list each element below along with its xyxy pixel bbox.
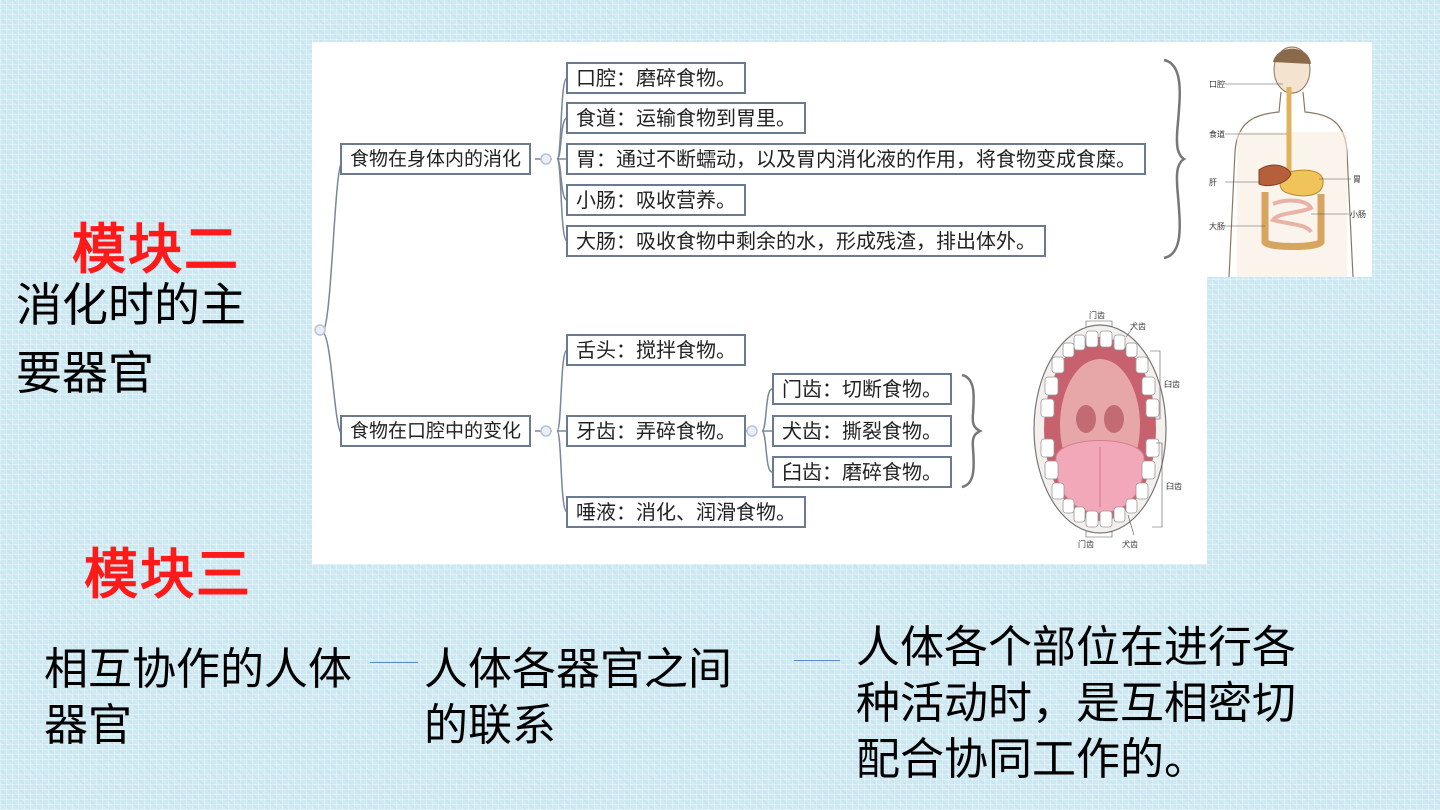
node-esophagus: 食道：运输食物到胃里。 [566, 102, 806, 134]
mouth-teeth-illustration: 门齿 犬齿 臼齿 臼齿 门齿 犬齿 [1028, 307, 1196, 557]
concept1-line2: 器官 [44, 700, 132, 751]
branch-digestion-in-body: 食物在身体内的消化 [340, 143, 532, 175]
concept-organs-cooperate: 相互协作的人体 器官 [44, 642, 352, 754]
label-liver: 肝 [1209, 178, 1217, 187]
concept3-line3: 配合协同工作的。 [856, 734, 1208, 785]
label-upper-molar: 臼齿 [1164, 379, 1180, 389]
concept2-line2: 的联系 [424, 700, 556, 751]
module2-title: 模块二 [72, 218, 240, 281]
module3-title: 模块三 [84, 543, 252, 606]
label-lower-canine: 犬齿 [1122, 539, 1138, 549]
module2-line2: 要器官 [16, 346, 154, 400]
label-stomach: 胃 [1353, 175, 1361, 184]
connector-line-1 [370, 662, 418, 663]
connector-line-2 [794, 660, 840, 661]
branch-changes-in-mouth: 食物在口腔中的变化 [340, 415, 532, 447]
concept2-line1: 人体各器官之间 [424, 644, 732, 695]
label-upper-canine: 犬齿 [1130, 321, 1146, 331]
node-tongue: 舌头：搅拌食物。 [566, 334, 746, 366]
digestive-system-illustration: 口腔 食道 胃 肝 小肠 大肠 [1207, 42, 1372, 278]
node-canine: 犬齿：撕裂食物。 [772, 415, 952, 447]
node-small-intestine: 小肠：吸收营养。 [566, 184, 746, 216]
digestion-mindmap: 食物在身体内的消化 食物在口腔中的变化 口腔：磨碎食物。 食道：运输食物到胃里。… [312, 42, 1207, 564]
concept1-line1: 相互协作的人体 [44, 644, 352, 695]
mindmap-connectors [314, 58, 1187, 513]
label-lower-molar: 臼齿 [1166, 481, 1182, 491]
label-upper-incisor: 门齿 [1089, 310, 1105, 320]
label-large-intestine: 大肠 [1209, 221, 1225, 231]
node-large-intestine: 大肠：吸收食物中剩余的水，形成残渣，排出体外。 [566, 225, 1046, 257]
label-mouth: 口腔 [1209, 79, 1225, 89]
node-teeth: 牙齿：弄碎食物。 [566, 415, 746, 447]
concept3-line1: 人体各个部位在进行各 [856, 622, 1296, 673]
concept3-line2: 种活动时，是互相密切 [856, 678, 1296, 729]
label-small-intestine: 小肠 [1350, 210, 1366, 219]
concept-organ-relations: 人体各器官之间 的联系 [424, 642, 732, 754]
node-mouth: 口腔：磨碎食物。 [566, 62, 746, 94]
label-lower-incisor: 门齿 [1078, 539, 1094, 549]
label-esophagus: 食道 [1209, 129, 1225, 139]
concept-conclusion: 人体各个部位在进行各 种活动时，是互相密切 配合协同工作的。 [856, 620, 1296, 788]
node-incisor: 门齿：切断食物。 [772, 373, 952, 405]
node-molar: 臼齿：磨碎食物。 [772, 456, 952, 488]
node-saliva: 唾液：消化、润滑食物。 [566, 496, 806, 528]
node-stomach: 胃：通过不断蠕动，以及胃内消化液的作用，将食物变成食糜。 [566, 143, 1146, 175]
module2-line1: 消化时的主 [16, 278, 246, 332]
